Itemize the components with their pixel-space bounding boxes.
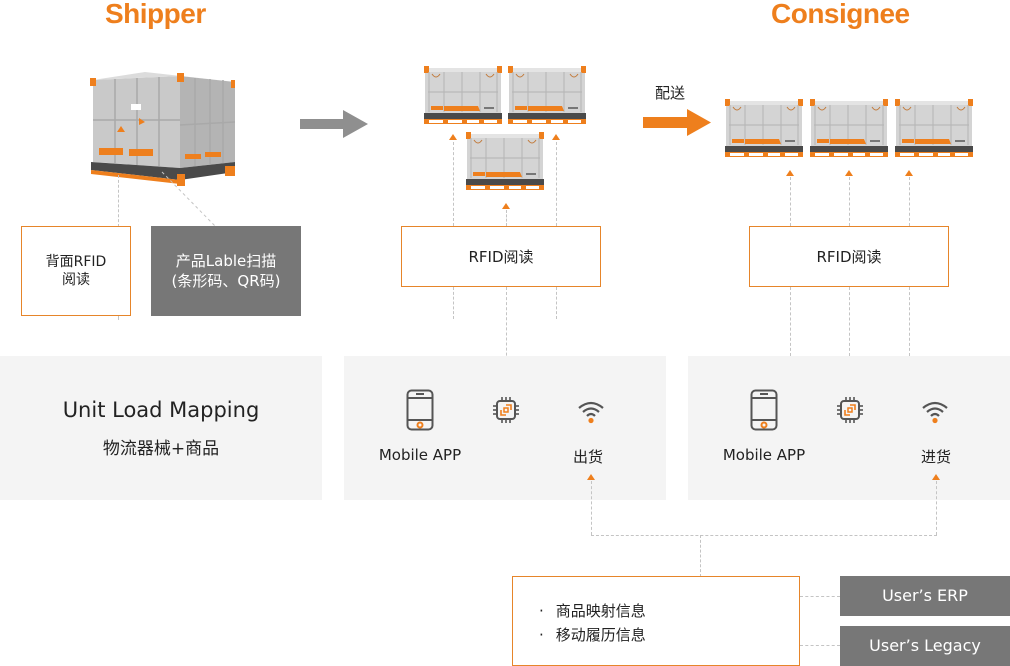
product-label-scan-line2: (条形码、QR码) <box>171 272 281 290</box>
arrow-up-icon <box>786 170 794 176</box>
crate-image <box>810 99 888 159</box>
mobile-phone-icon <box>406 389 434 431</box>
connector-line <box>506 287 507 391</box>
users-erp-box: User’s ERP <box>840 576 1010 616</box>
connector-line <box>118 175 119 227</box>
connector-line <box>936 481 937 535</box>
crate-image <box>895 99 973 159</box>
wireless-signal-icon <box>578 401 604 424</box>
rfid-chip-icon <box>493 397 519 423</box>
connector-line <box>849 177 850 226</box>
arrow-up-icon <box>905 170 913 176</box>
crate-image <box>725 99 803 159</box>
connector-line <box>800 645 840 646</box>
product-label-scan-line1: 产品Lable扫描 <box>175 252 277 270</box>
connector-line-diagonal <box>161 171 216 227</box>
connector-line <box>591 535 937 536</box>
mobile-app-label: Mobile APP <box>378 446 462 464</box>
crate-image <box>424 66 502 126</box>
connector-line <box>453 142 454 226</box>
rfid-read-box-inbound: RFID阅读 <box>749 226 949 287</box>
shipper-title: Shipper <box>105 0 206 29</box>
crate-image <box>508 66 586 126</box>
connector-line <box>453 287 454 319</box>
info-list: · 商品映射信息 · 移动履历信息 <box>539 599 646 647</box>
connector-line <box>591 481 592 535</box>
users-legacy-box: User’s Legacy <box>840 626 1010 666</box>
product-label-scan-box: 产品Lable扫描 (条形码、QR码) <box>151 226 301 316</box>
rfid-read-box-outbound: RFID阅读 <box>401 226 601 287</box>
delivery-label: 配送 <box>655 84 686 102</box>
info-item-text: 移动履历信息 <box>555 626 646 644</box>
connector-line <box>556 142 557 226</box>
arrow-up-icon <box>552 134 560 140</box>
mapping-subtitle: 物流器械+商品 <box>102 439 220 459</box>
shipper-container-image <box>90 72 235 186</box>
rear-rfid-read-line2: 阅读 <box>62 272 90 288</box>
mapping-title: Unit Load Mapping <box>62 398 260 422</box>
arrow-up-icon <box>502 203 510 209</box>
outbound-panel: Mobile APP 出货 <box>344 356 666 500</box>
mobile-phone-icon <box>750 389 778 431</box>
rear-rfid-read-box: 背面RFID 阅读 <box>21 226 131 316</box>
mobile-app-label: Mobile APP <box>722 446 806 464</box>
connector-line <box>118 316 119 320</box>
info-box: · 商品映射信息 · 移动履历信息 <box>512 576 800 666</box>
arrow-up-icon <box>932 474 940 480</box>
connector-line <box>556 287 557 319</box>
rear-rfid-read-line1: 背面RFID <box>45 254 107 270</box>
consignee-title: Consignee <box>771 0 910 29</box>
connector-line <box>506 210 507 226</box>
inbound-label: 进货 <box>920 448 951 466</box>
rfid-chip-icon <box>837 397 863 423</box>
bullet: · <box>539 602 544 620</box>
unit-load-mapping-panel: Unit Load Mapping 物流器械+商品 <box>0 356 322 500</box>
connector-line <box>849 287 850 356</box>
bullet: · <box>539 626 544 644</box>
info-item-text: 商品映射信息 <box>555 602 646 620</box>
connector-line <box>909 177 910 226</box>
connector-line <box>790 177 791 226</box>
outbound-label: 出货 <box>572 448 603 466</box>
connector-line <box>909 287 910 356</box>
connector-line <box>790 287 791 356</box>
crate-image <box>466 132 544 192</box>
arrow-up-icon <box>587 474 595 480</box>
arrow-up-icon <box>845 170 853 176</box>
connector-line <box>800 596 840 597</box>
info-item: · 移动履历信息 <box>539 623 646 647</box>
info-item: · 商品映射信息 <box>539 599 646 623</box>
inbound-panel: Mobile APP 进货 <box>688 356 1010 500</box>
wireless-signal-icon <box>922 401 948 424</box>
arrow-up-icon <box>449 134 457 140</box>
delivery-arrow-icon <box>643 109 711 136</box>
connector-line <box>700 535 701 577</box>
flow-arrow-gray <box>300 110 368 138</box>
